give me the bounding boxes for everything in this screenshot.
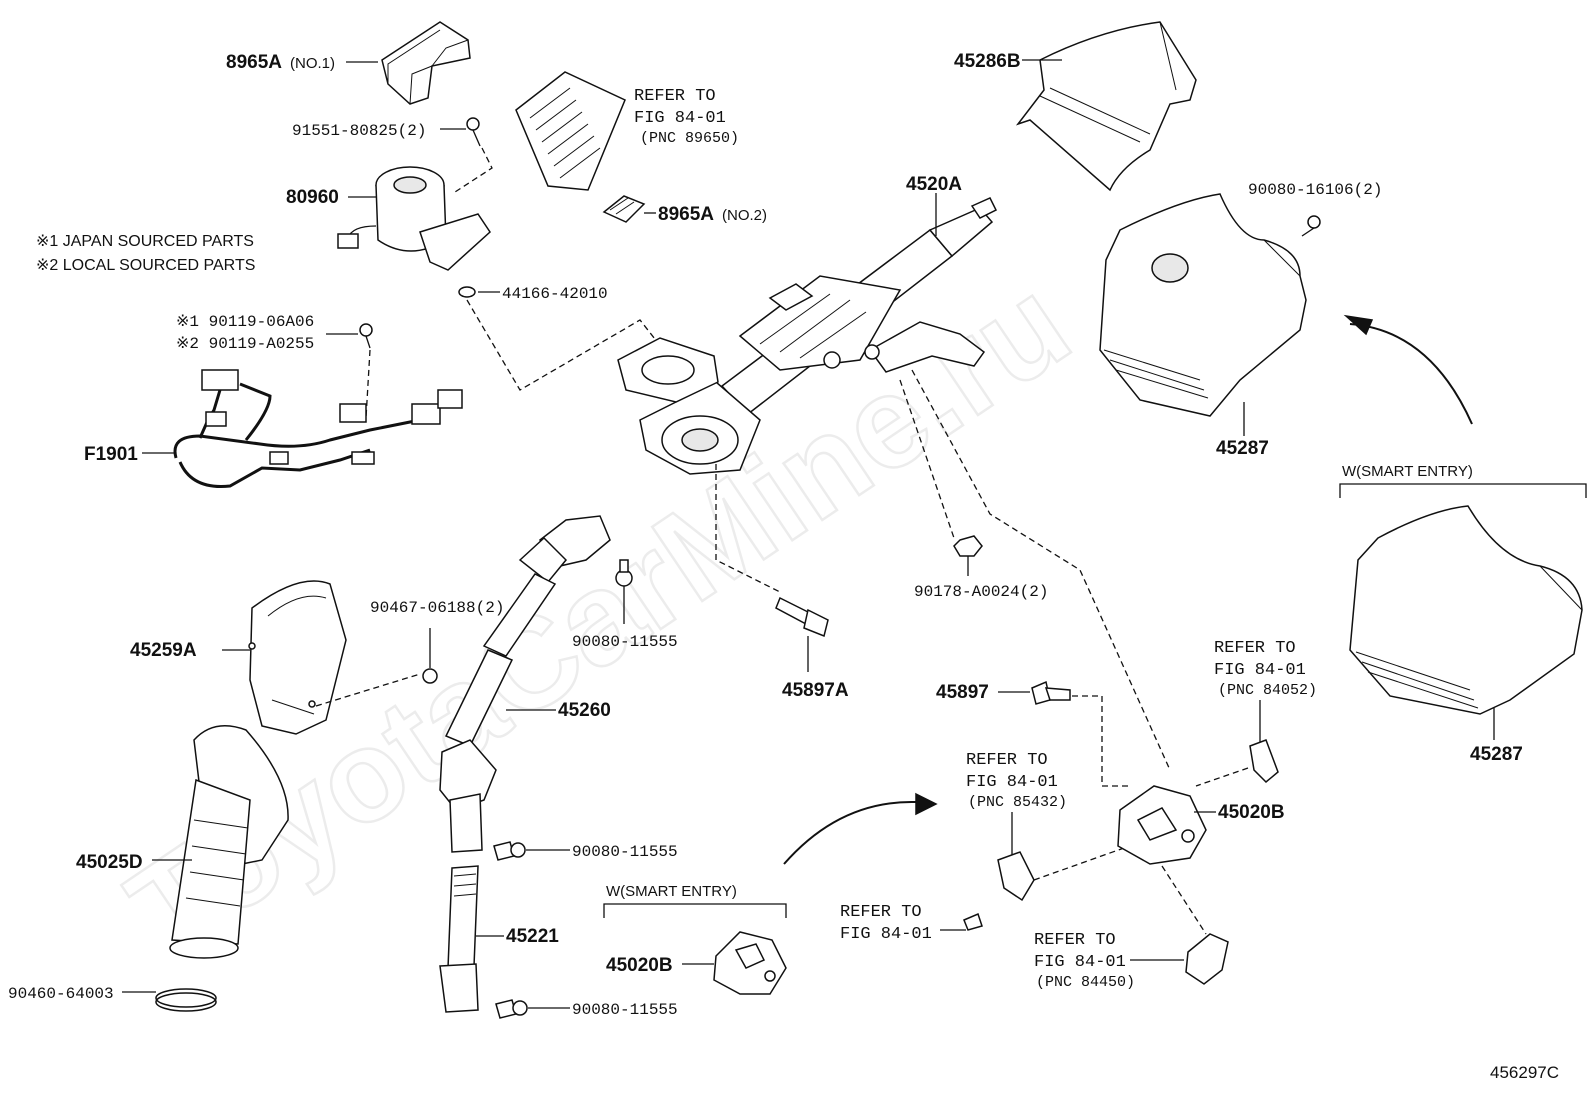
ref-84052-pnc: (PNC 84052) xyxy=(1218,682,1317,699)
label-4520a: 4520A xyxy=(906,174,962,195)
ref-84450-pnc: (PNC 84450) xyxy=(1036,974,1135,991)
label-45287-smart: 45287 xyxy=(1470,744,1523,765)
wire-harness-f1901 xyxy=(173,369,463,488)
label-91551: 91551-80825(2) xyxy=(292,122,426,140)
assembly-arrow-right xyxy=(1349,323,1473,425)
cover-8965a-no1 xyxy=(381,21,471,105)
label-45260: 45260 xyxy=(558,700,611,721)
label-8965a-no1-suffix: (NO.1) xyxy=(290,55,335,72)
ref-89650-line1: REFER TO xyxy=(634,87,716,106)
label-80960: 80960 xyxy=(286,187,339,208)
ecu-module xyxy=(515,71,626,191)
ref-89650-line2: FIG 84-01 xyxy=(634,109,726,128)
lock-45020b-std xyxy=(1117,785,1207,865)
plate-45259a xyxy=(248,580,347,735)
bolt-45897 xyxy=(1031,680,1071,705)
lower-cover-45287-smart xyxy=(1349,505,1583,715)
module-84450 xyxy=(1185,933,1229,985)
label-90080-16106: 90080-16106(2) xyxy=(1248,181,1382,199)
ref-85432-line1: REFER TO xyxy=(966,751,1048,770)
label-45286b: 45286B xyxy=(954,51,1021,72)
ref-84052-line1: REFER TO xyxy=(1214,639,1296,658)
intermediate-shaft-45260 xyxy=(439,515,611,853)
label-45259a: 45259A xyxy=(130,640,197,661)
lock-45020b-smart xyxy=(713,931,787,995)
label-90080-11555-a: 90080-11555 xyxy=(572,633,678,651)
nut-90178 xyxy=(953,535,983,576)
ref-89650-pnc: (PNC 89650) xyxy=(640,130,739,147)
ref-85432-line2: FIG 84-01 xyxy=(966,773,1058,792)
bolt-90119 xyxy=(359,323,373,349)
label-45897a: 45897A xyxy=(782,680,849,701)
label-smart-entry-right: W(SMART ENTRY) xyxy=(1342,463,1473,480)
clip-90467 xyxy=(422,628,438,684)
bolt-45897a xyxy=(775,596,829,672)
switch-85432 xyxy=(997,851,1035,902)
smart-entry-bracket-right xyxy=(1339,483,1587,498)
ref-84052-line2: FIG 84-01 xyxy=(1214,661,1306,680)
screw-90080-16106 xyxy=(1307,215,1321,229)
note-japan-sourced: ※1 JAPAN SOURCED PARTS xyxy=(36,233,254,250)
label-45221: 45221 xyxy=(506,926,559,947)
figure-code: 456297C xyxy=(1490,1063,1559,1082)
ref-84450-line1: REFER TO xyxy=(1034,931,1116,950)
bolt-90080-11555-a xyxy=(615,559,633,624)
ref-plain-line1: REFER TO xyxy=(840,903,922,922)
smart-entry-bracket-bottom xyxy=(603,903,787,918)
upper-cover-45286b xyxy=(1015,21,1197,192)
label-44166: 44166-42010 xyxy=(502,285,608,303)
label-90119-local: ※2 90119-A0255 xyxy=(176,335,314,353)
label-90178: 90178-A0024(2) xyxy=(914,583,1048,601)
ref-84450-line2: FIG 84-01 xyxy=(1034,953,1126,972)
clamp-90460 xyxy=(155,988,217,1012)
label-45020b-std: 45020B xyxy=(1218,802,1285,823)
label-45020b-smart: 45020B xyxy=(606,955,673,976)
label-45897: 45897 xyxy=(936,682,989,703)
steering-column-4520a xyxy=(617,197,998,475)
label-smart-entry-bottom: W(SMART ENTRY) xyxy=(606,883,737,900)
label-8965a-no1: 8965A xyxy=(226,52,282,73)
label-45287-std: 45287 xyxy=(1216,438,1269,459)
label-90080-11555-c: 90080-11555 xyxy=(572,1001,678,1019)
bolt-90080-11555-c xyxy=(495,999,528,1019)
ref-85432-pnc: (PNC 85432) xyxy=(968,794,1067,811)
label-90460: 90460-64003 xyxy=(8,985,114,1003)
label-8965a-no2-suffix: (NO.2) xyxy=(722,207,767,224)
assembly-arrow-bottom xyxy=(783,800,917,865)
switch-84052 xyxy=(1249,739,1279,784)
clip-8965a-no2 xyxy=(602,195,646,223)
sensor-80960 xyxy=(337,166,491,271)
label-45025d: 45025D xyxy=(76,852,143,873)
bolt-90080-11555-b xyxy=(493,841,526,861)
oring-44166 xyxy=(458,286,476,298)
label-8965a-no2: 8965A xyxy=(658,204,714,225)
lower-cover-45287-std xyxy=(1099,193,1307,417)
label-90080-11555-b: 90080-11555 xyxy=(572,843,678,861)
shaft-45221 xyxy=(439,865,479,1013)
screw-91551 xyxy=(466,117,481,147)
ref-plain-line2: FIG 84-01 xyxy=(840,925,932,944)
screw-ref-plain xyxy=(963,912,983,931)
label-90119-japan: ※1 90119-06A06 xyxy=(176,313,314,331)
note-local-sourced: ※2 LOCAL SOURCED PARTS xyxy=(36,257,255,274)
label-90467: 90467-06188(2) xyxy=(370,599,504,617)
boot-45025d xyxy=(169,725,289,959)
label-f1901: F1901 xyxy=(84,444,138,465)
